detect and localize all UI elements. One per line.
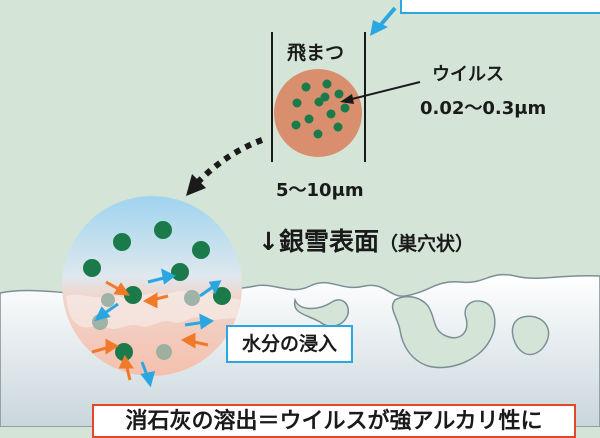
surface-subtitle: （巣穴状） [378, 233, 474, 255]
burrow-3 [511, 315, 550, 356]
top-arrow [370, 6, 397, 36]
alkali-note-box: 消石灰の溶出＝ウイルスが強アルカリ性に [92, 404, 576, 438]
virus-label: ウイルス [432, 64, 504, 85]
droplet [274, 69, 362, 157]
water-infiltration-box: 水分の浸入 [226, 325, 353, 363]
zoom-circle [62, 196, 242, 388]
burrow-1 [293, 297, 350, 327]
droplet-label: 飛まつ [287, 42, 345, 64]
virus-pointer [347, 81, 421, 101]
dotted-arrow [195, 137, 264, 185]
surface-label: ↓銀雪表面（巣穴状） [258, 222, 474, 258]
burrow-2 [391, 295, 496, 369]
droplet-size-label: 5〜10μm [276, 180, 364, 201]
top-callout-box [400, 0, 600, 14]
surface-title: ↓銀雪表面 [258, 227, 379, 256]
virus-size-label: 0.02〜0.3μm [420, 98, 547, 119]
